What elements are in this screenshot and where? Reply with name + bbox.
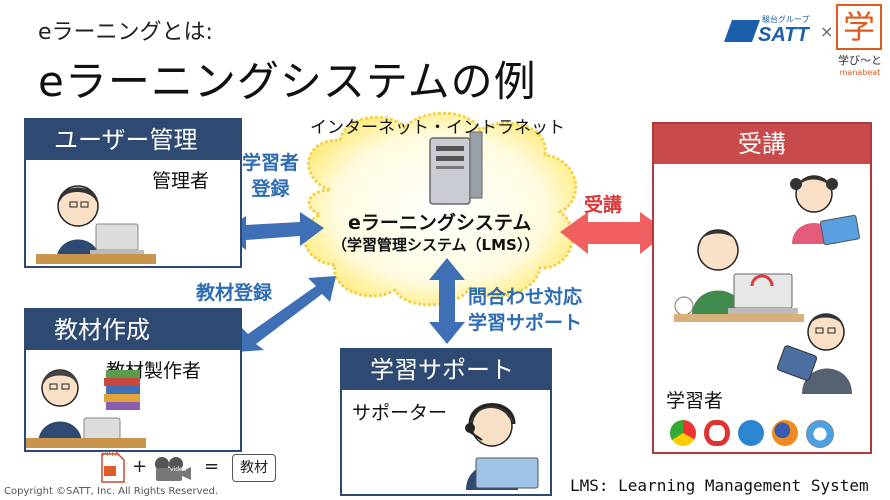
learner-girl-icon <box>790 175 860 246</box>
material-panel: 教材作成 教材製作者 <box>24 308 242 452</box>
register-label: 学習者 登録 <box>242 150 299 202</box>
attend-label: 受講 <box>584 194 623 216</box>
server-icon <box>429 131 483 205</box>
page-title: eラーニングシステムの例 <box>38 57 537 106</box>
register-label-line2: 登録 <box>251 178 290 200</box>
material-title: 教材作成 <box>26 310 240 350</box>
support-arrow <box>429 258 465 344</box>
manabeat-text: 学び〜と <box>838 54 882 67</box>
pptx-file-icon <box>101 453 125 483</box>
ie-icon <box>738 420 764 446</box>
page-subtitle: eラーニングとは: <box>38 20 213 45</box>
copyright-text: Copyright ©SATT, Inc. All Rights Reserve… <box>4 486 219 497</box>
lms-title: eラーニングシステム <box>348 212 532 234</box>
admin-role-label: 管理者 <box>152 170 210 192</box>
support-panel: 学習サポート サポーター <box>340 348 552 496</box>
cloud-icon <box>302 111 577 307</box>
course-arrow <box>560 212 668 254</box>
supporter-person-icon <box>465 403 539 490</box>
support-title: 学習サポート <box>342 350 550 390</box>
safari-icon <box>806 420 834 448</box>
support-label-line2: 学習サポート <box>468 312 583 334</box>
support-label: 問合わせ対応 学習サポート <box>468 284 582 336</box>
satt-logo: 駿台グループ SATT <box>723 14 818 48</box>
material-formula: PPTX + video = 教材 <box>100 450 280 486</box>
user-admin-title: ユーザー管理 <box>26 120 240 160</box>
video-label: video <box>170 466 187 473</box>
logo-separator: × <box>820 22 834 41</box>
opera-icon <box>704 420 730 446</box>
learner-adult-icon <box>776 313 852 394</box>
network-label: インターネット・イントラネット <box>310 118 565 138</box>
user-admin-panel: ユーザー管理 管理者 <box>24 118 242 268</box>
course-panel: 受講 学習者 <box>652 122 872 454</box>
manabeat-sub: manabeat <box>839 68 881 77</box>
firefox-icon <box>772 420 798 446</box>
manabeat-logo: 学 学び〜と manabeat <box>836 4 884 77</box>
pptx-label: PPTX <box>102 450 120 458</box>
register-label-line1: 学習者 <box>242 152 300 174</box>
admin-person-icon <box>36 185 156 264</box>
learner-role-label: 学習者 <box>666 390 724 412</box>
material-register-label: 教材登録 <box>196 282 273 304</box>
lms-subtitle: （学習管理システム（LMS）） <box>332 236 540 254</box>
plus-sign: + <box>132 456 148 477</box>
satt-group-label: 駿台グループ <box>762 15 810 24</box>
manabeat-kanji: 学 <box>836 4 882 50</box>
learner-boy-icon <box>674 229 804 322</box>
video-camera-icon <box>155 457 191 481</box>
support-label-line1: 問合わせ対応 <box>468 286 583 308</box>
chrome-icon <box>670 420 696 446</box>
admin-arrow <box>222 212 324 250</box>
satt-name: SATT <box>758 24 809 46</box>
course-title: 受講 <box>654 124 870 164</box>
material-result-badge: 教材 <box>232 454 276 482</box>
material-arrow <box>236 276 336 352</box>
lms-definition: LMS: Learning Management System <box>570 476 869 495</box>
material-person-icon <box>26 369 146 448</box>
equals-sign: = <box>204 456 220 477</box>
support-role-label: サポーター <box>352 402 448 424</box>
